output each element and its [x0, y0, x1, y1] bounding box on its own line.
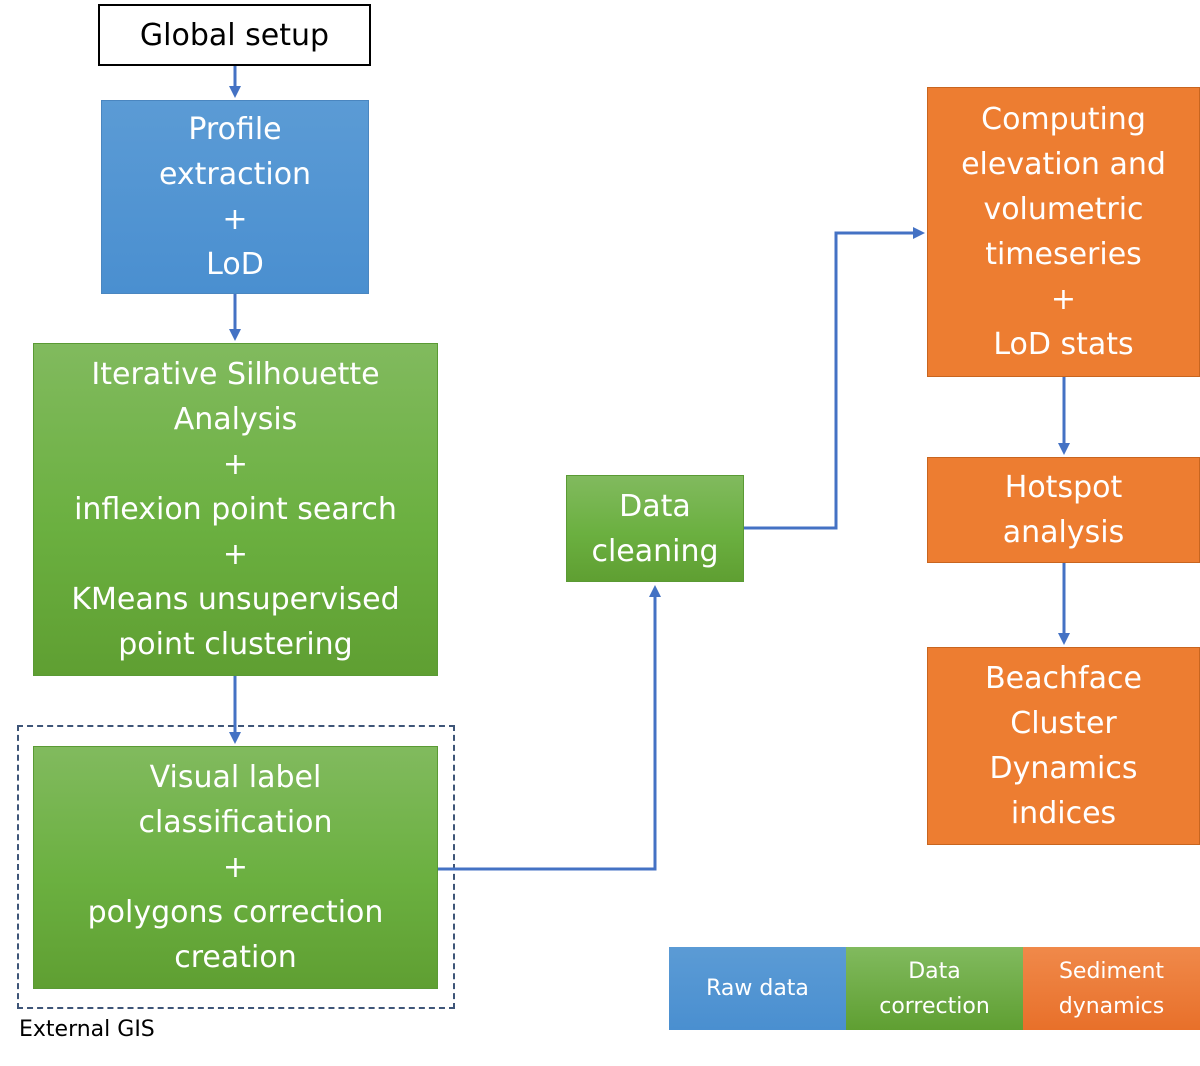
arrow-visual-to-cleaning: [438, 585, 661, 871]
node-line: Dynamics: [989, 751, 1138, 786]
node-line: +: [222, 537, 249, 572]
node-line: Beachface: [985, 661, 1142, 696]
node-line: timeseries: [985, 237, 1142, 272]
legend-sediment-dynamics: Sediment dynamics: [1023, 947, 1200, 1030]
global-setup-node: Global setup: [98, 4, 371, 66]
data-cleaning-node: Data cleaning: [566, 475, 744, 582]
silhouette-analysis-node: Iterative Silhouette Analysis + inflexio…: [33, 343, 438, 676]
node-line: analysis: [1002, 515, 1125, 550]
node-line: Analysis: [173, 402, 298, 437]
node-line: classification: [138, 805, 333, 840]
node-line: Profile: [188, 112, 282, 147]
node-line: Iterative Silhouette: [91, 357, 380, 392]
legend-label: Data: [908, 958, 961, 984]
legend-label: Sediment: [1058, 958, 1165, 984]
legend-label: correction: [879, 993, 990, 1019]
visual-label-classification-node: Visual label classification + polygons c…: [33, 746, 438, 989]
legend-label: dynamics: [1058, 993, 1165, 1019]
node-line: indices: [1010, 796, 1117, 831]
node-line: creation: [174, 940, 297, 975]
legend: Raw data Data correction Sediment dynami…: [669, 947, 1200, 1030]
arrow-cleaning-to-computing: [744, 227, 925, 530]
node-line: +: [1050, 282, 1077, 317]
node-line: KMeans unsupervised: [71, 582, 400, 617]
node-line: Data: [619, 488, 691, 524]
node-line: inflexion point search: [74, 492, 397, 527]
node-line: LoD stats: [993, 327, 1134, 362]
node-line: Hotspot: [1004, 470, 1123, 505]
node-line: point clustering: [118, 627, 353, 662]
legend-raw-data: Raw data: [669, 947, 846, 1030]
node-line: Cluster: [1010, 706, 1117, 741]
hotspot-analysis-node: Hotspot analysis: [927, 457, 1200, 563]
node-line: +: [222, 447, 249, 482]
profile-extraction-node: Profile extraction + LoD: [101, 100, 369, 294]
external-gis-label: External GIS: [19, 1017, 155, 1042]
node-line: elevation and: [961, 147, 1166, 182]
computing-timeseries-node: Computing elevation and volumetric times…: [927, 87, 1200, 377]
node-line: Visual label: [149, 760, 322, 795]
node-line: extraction: [158, 157, 312, 192]
node-line: +: [222, 202, 248, 237]
node-line: Computing: [981, 102, 1146, 137]
beachface-indices-node: Beachface Cluster Dynamics indices: [927, 647, 1200, 845]
legend-label: Raw data: [706, 976, 809, 1001]
node-line: cleaning: [591, 533, 719, 569]
node-line: +: [222, 850, 249, 885]
global-setup-label: Global setup: [139, 17, 330, 53]
node-line: polygons correction: [87, 895, 384, 930]
node-line: LoD: [206, 247, 264, 282]
legend-data-correction: Data correction: [846, 947, 1023, 1030]
node-line: volumetric: [983, 192, 1144, 227]
